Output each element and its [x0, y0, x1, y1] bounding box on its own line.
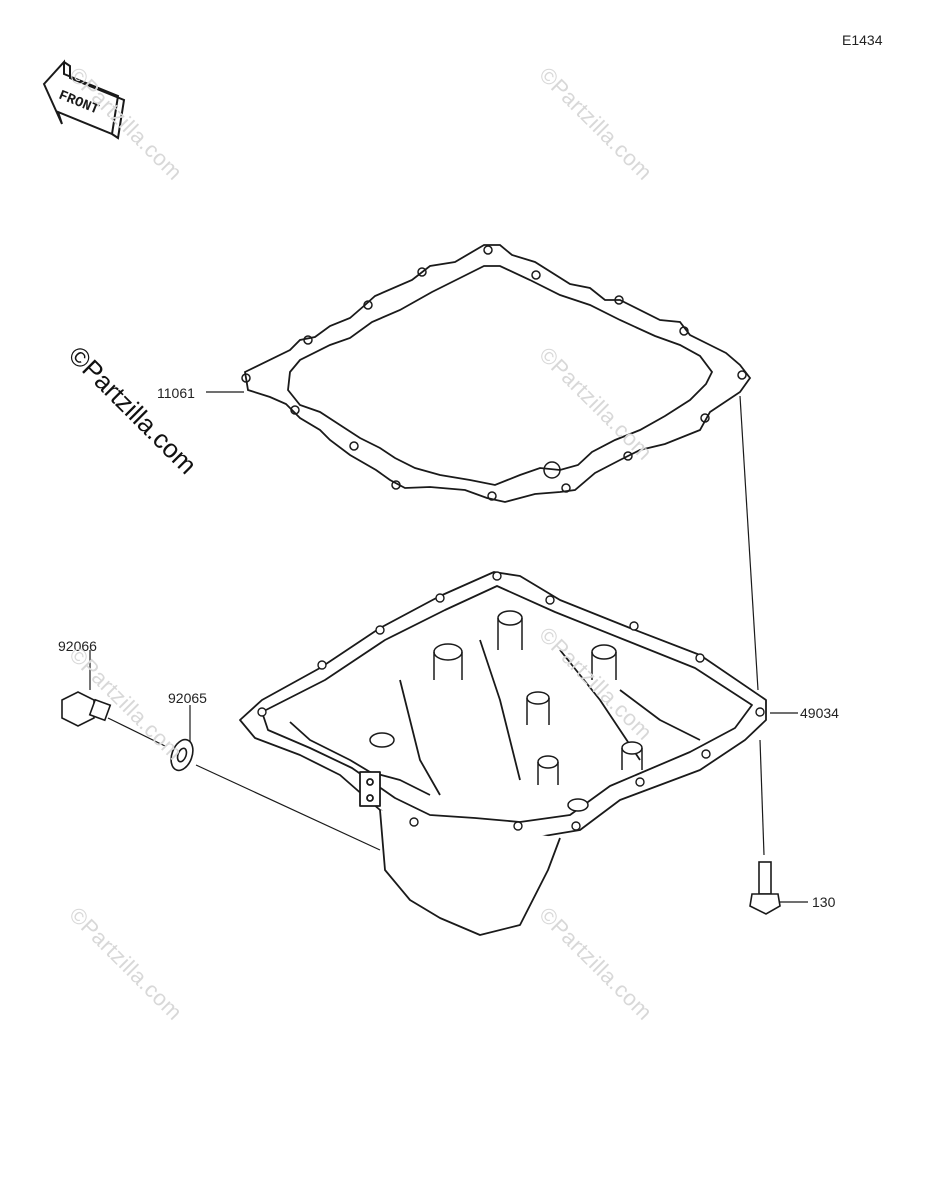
part-label-gasket[interactable]: 11061: [157, 385, 195, 401]
drain-plug: [61, 691, 112, 727]
oil-pan-bosses: [369, 610, 643, 812]
part-label-washer[interactable]: 92065: [168, 690, 207, 706]
part-label-drain-plug[interactable]: 92066: [58, 638, 97, 654]
front-arrow-icon: FRONT: [42, 59, 126, 140]
bolt: [749, 861, 781, 915]
oil-pan-flange-holes: [257, 571, 765, 831]
gasket: [241, 244, 752, 503]
washer: [170, 738, 194, 772]
oil-pan: [239, 571, 767, 936]
leader-lines: [89, 391, 808, 903]
part-label-oil-pan[interactable]: 49034: [800, 705, 839, 721]
diagram-code: E1434: [842, 32, 883, 48]
part-label-bolt[interactable]: 130: [812, 894, 836, 910]
gasket-bolt-holes: [241, 245, 747, 501]
